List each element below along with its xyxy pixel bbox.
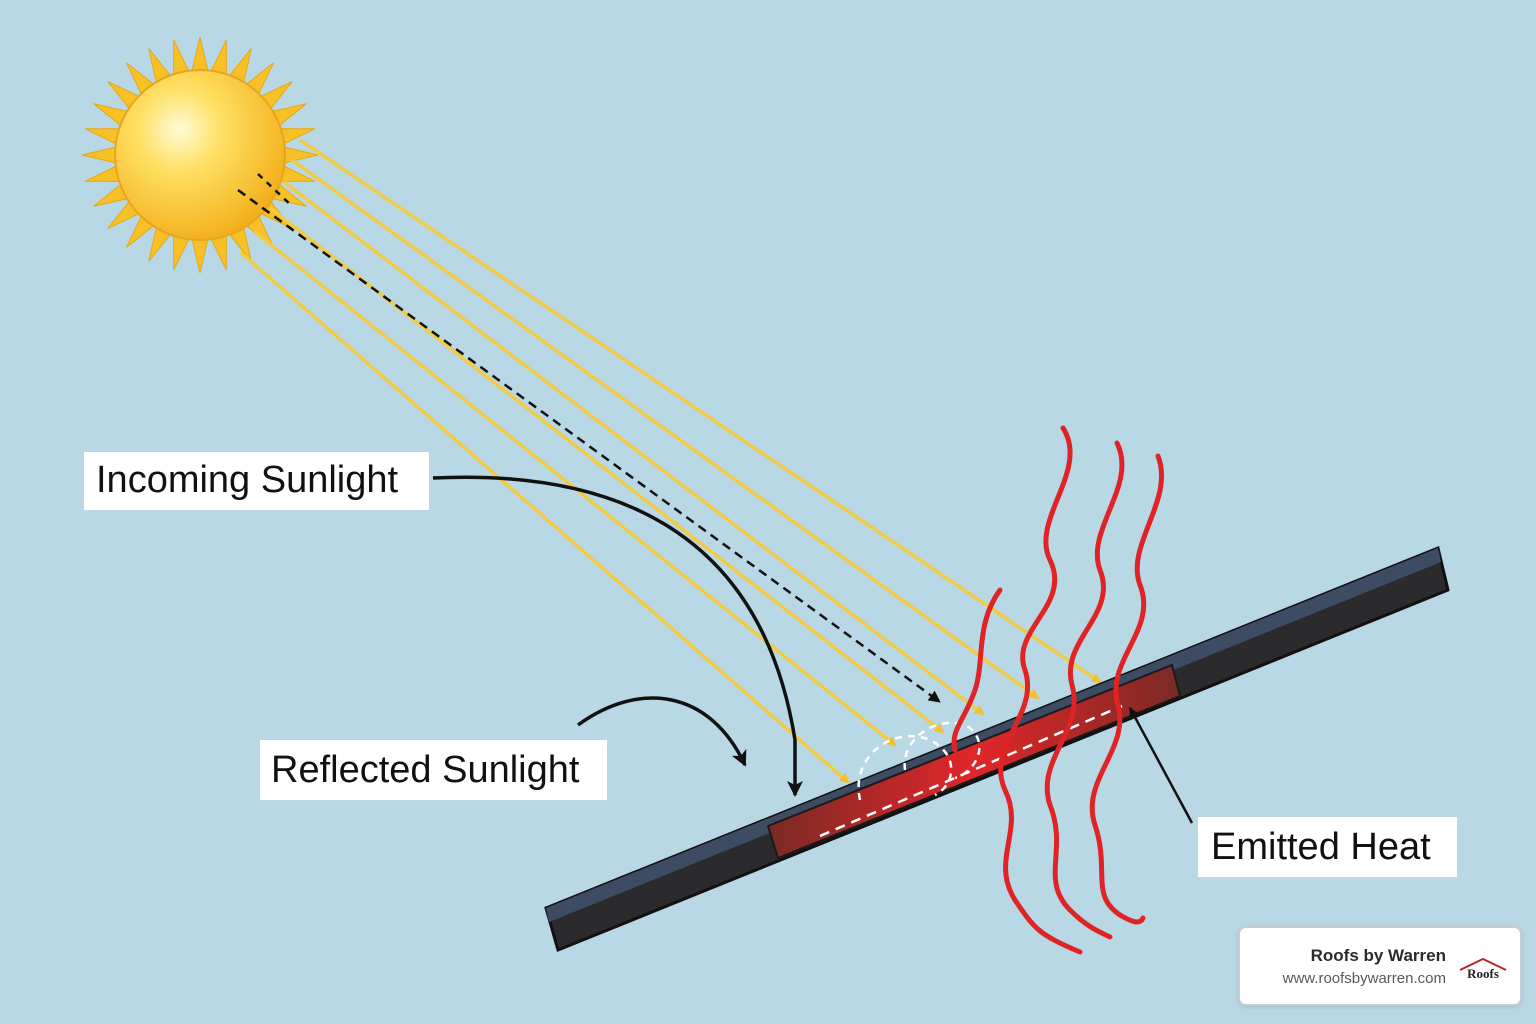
brand-url: www.roofsbywarren.com xyxy=(1282,970,1446,987)
roofs-logo-icon: Roofs xyxy=(1459,957,1507,981)
heat-flow-dashed xyxy=(819,704,1123,838)
sun-icon xyxy=(81,36,319,274)
sunlight-ray xyxy=(268,206,945,734)
brand-card: Roofs by Warren www.roofsbywarren.com Ro… xyxy=(1238,926,1522,1006)
sunlight-ray xyxy=(238,250,850,784)
heat-wave xyxy=(1089,453,1165,925)
sunlight-ray xyxy=(290,158,1040,700)
brand-name: Roofs by Warren xyxy=(1310,946,1446,965)
sunlight-ray xyxy=(299,138,1102,684)
reflected-pointer-arrow xyxy=(576,696,747,767)
emitted-pointer-arrow xyxy=(1128,707,1194,824)
reflected-sunlight-label: Reflected Sunlight xyxy=(260,740,607,800)
heat-wave xyxy=(951,587,1003,753)
sunlight-path-dashed xyxy=(237,188,941,704)
incoming-pointer-arrow xyxy=(432,475,803,797)
emitted-heat-waves xyxy=(951,425,1165,955)
sunlight-path-dashed xyxy=(257,173,293,207)
svg-text:Roofs: Roofs xyxy=(1467,966,1499,981)
roof-panel xyxy=(544,545,1450,953)
heat-wave xyxy=(1044,440,1125,940)
heat-wave xyxy=(998,425,1083,955)
incoming-sunlight-label: Incoming Sunlight xyxy=(84,452,429,510)
reflection-loops xyxy=(857,721,981,801)
emitted-heat-label: Emitted Heat xyxy=(1198,817,1457,877)
sunlight-ray xyxy=(282,180,985,716)
